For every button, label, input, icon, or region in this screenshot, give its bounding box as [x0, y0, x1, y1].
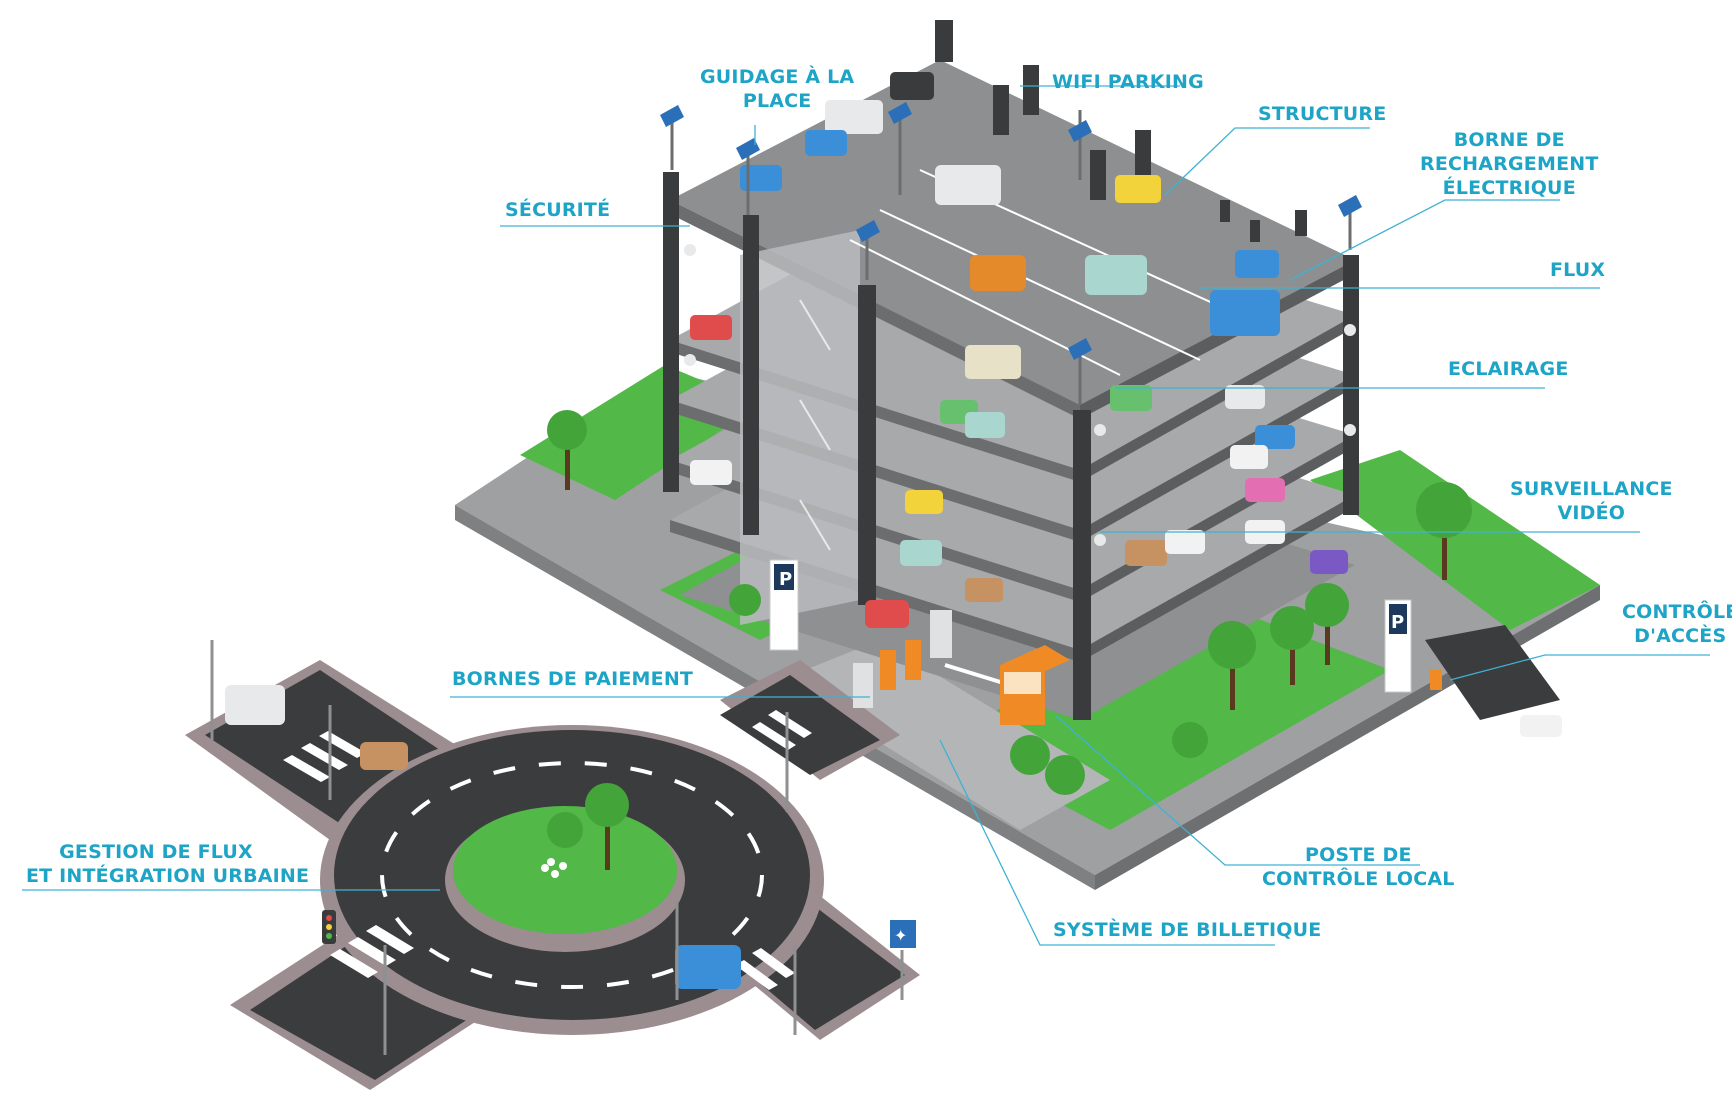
cctv-camera-icon — [684, 244, 1356, 546]
callout-lines — [22, 85, 1710, 946]
parking-building — [660, 20, 1362, 720]
label-systeme-billetique: SYSTÈME DE BILLETIQUE — [1053, 919, 1322, 941]
label-bornes-paiement: BORNES DE PAIEMENT — [452, 668, 694, 690]
payment-kiosk — [853, 663, 873, 708]
parking-sign-icon: P — [779, 569, 792, 590]
parking-sign-icon: P — [1391, 612, 1404, 633]
pedestrian-crossing-sign-icon — [890, 920, 916, 948]
floor-vehicles — [690, 315, 1348, 602]
street-vehicles — [225, 600, 909, 989]
label-wifi-parking: WIFI PARKING — [1052, 71, 1204, 93]
label-flux: FLUX — [1550, 259, 1606, 281]
trees — [541, 410, 1472, 878]
svg-text:✦: ✦ — [894, 926, 907, 945]
ramp — [740, 230, 860, 625]
lawn-far-right — [1310, 450, 1600, 630]
roof-vehicles — [740, 72, 1280, 336]
label-securite: SÉCURITÉ — [505, 199, 611, 221]
underground-ramp — [1425, 625, 1560, 720]
ev-charger-icon — [1220, 200, 1307, 242]
entrance-area: P P — [769, 559, 1562, 737]
street-furniture: ✦ — [210, 640, 916, 1055]
payment-kiosk — [930, 610, 952, 658]
pillars — [663, 20, 1359, 720]
label-structure: STRUCTURE — [1258, 103, 1387, 125]
solar-panel-icon — [660, 102, 1362, 360]
label-eclairage: ECLAIRAGE — [1448, 358, 1569, 380]
